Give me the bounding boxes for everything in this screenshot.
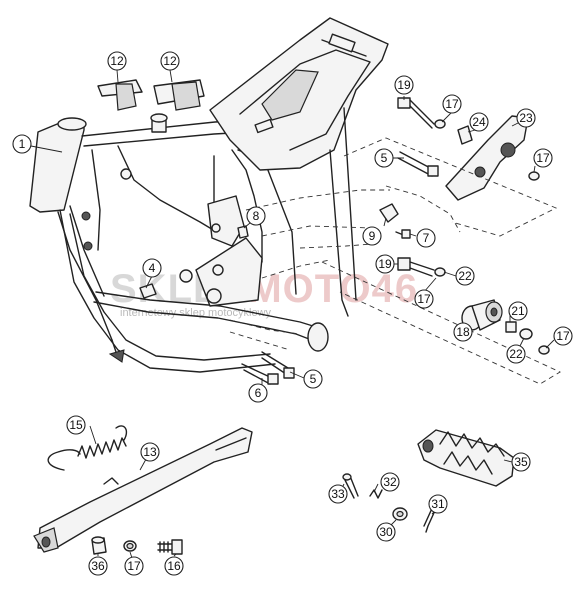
svg-text:30: 30: [379, 525, 393, 539]
callout-8: 8: [246, 206, 266, 226]
svg-text:12: 12: [110, 54, 124, 68]
callout-9: 9: [362, 226, 382, 246]
svg-text:24: 24: [472, 115, 486, 129]
callout-30: 30: [376, 522, 396, 542]
callout-18: 18: [453, 322, 473, 342]
svg-text:32: 32: [383, 475, 397, 489]
svg-text:1: 1: [19, 137, 26, 151]
svg-text:23: 23: [519, 111, 533, 125]
svg-text:4: 4: [149, 261, 156, 275]
watermark-brand-part3: 46: [372, 267, 419, 311]
svg-text:21: 21: [511, 304, 525, 318]
callout-19-upper: 19: [394, 75, 414, 95]
footpeg-bracket-part: [139, 97, 550, 385]
callout-13: 13: [140, 442, 160, 462]
callout-17-d: 17: [553, 326, 573, 346]
callout-17-b: 17: [533, 148, 553, 168]
callout-33: 33: [328, 484, 348, 504]
svg-text:6: 6: [255, 386, 262, 400]
callout-21: 21: [508, 301, 528, 321]
footpeg-part: [342, 429, 515, 533]
callout-15: 15: [66, 415, 86, 435]
callout-24: 24: [469, 112, 489, 132]
callout-4: 4: [142, 258, 162, 278]
callout-6: 6: [248, 383, 268, 403]
callout-36: 36: [88, 556, 108, 576]
callout-17-a: 17: [442, 94, 462, 114]
svg-text:17: 17: [127, 559, 141, 573]
svg-text:19: 19: [397, 78, 411, 92]
svg-text:5: 5: [381, 151, 388, 165]
callout-22-a: 22: [455, 266, 475, 286]
callout-7: 7: [416, 228, 436, 248]
callout-22-b: 22: [506, 344, 526, 364]
callouts: 1 12 12 4 8 6 5 5 19 17 24 23 17 9 7: [12, 51, 573, 576]
stand-hardware: [91, 536, 183, 555]
callout-16: 16: [164, 556, 184, 576]
watermark-brand-part2: MOTO: [248, 267, 371, 311]
svg-text:22: 22: [458, 269, 472, 283]
callout-1: 1: [12, 134, 32, 154]
callout-12-left: 12: [107, 51, 127, 71]
callout-17-c: 17: [414, 289, 434, 309]
svg-text:9: 9: [369, 229, 376, 243]
callout-23: 23: [516, 108, 536, 128]
svg-text:12: 12: [163, 54, 177, 68]
svg-text:36: 36: [91, 559, 105, 573]
svg-text:8: 8: [253, 209, 260, 223]
svg-text:18: 18: [456, 325, 470, 339]
callout-5-lower: 5: [303, 369, 323, 389]
svg-text:13: 13: [143, 445, 157, 459]
svg-text:7: 7: [423, 231, 430, 245]
svg-text:33: 33: [331, 487, 345, 501]
svg-text:17: 17: [445, 97, 459, 111]
spring-part: [47, 425, 128, 471]
callout-19-lower: 19: [375, 254, 395, 274]
svg-text:15: 15: [69, 418, 83, 432]
svg-text:35: 35: [514, 455, 528, 469]
callout-12-right: 12: [160, 51, 180, 71]
watermark-tagline: internetowy sklep motocyklowy: [120, 307, 272, 319]
svg-text:5: 5: [310, 372, 317, 386]
callout-32: 32: [380, 472, 400, 492]
plate-part-12: [97, 79, 205, 111]
svg-text:19: 19: [378, 257, 392, 271]
svg-text:22: 22: [509, 347, 523, 361]
assembly-guide-lines: [229, 137, 561, 385]
callout-35: 35: [511, 452, 531, 472]
svg-text:17: 17: [417, 292, 431, 306]
svg-text:17: 17: [536, 151, 550, 165]
callout-17-e: 17: [124, 556, 144, 576]
callout-5-upper: 5: [374, 148, 394, 168]
svg-text:17: 17: [556, 329, 570, 343]
frame-part: [29, 17, 389, 373]
side-stand-part: [33, 427, 253, 553]
callout-31: 31: [428, 494, 448, 514]
svg-text:16: 16: [167, 559, 181, 573]
svg-text:31: 31: [431, 497, 445, 511]
